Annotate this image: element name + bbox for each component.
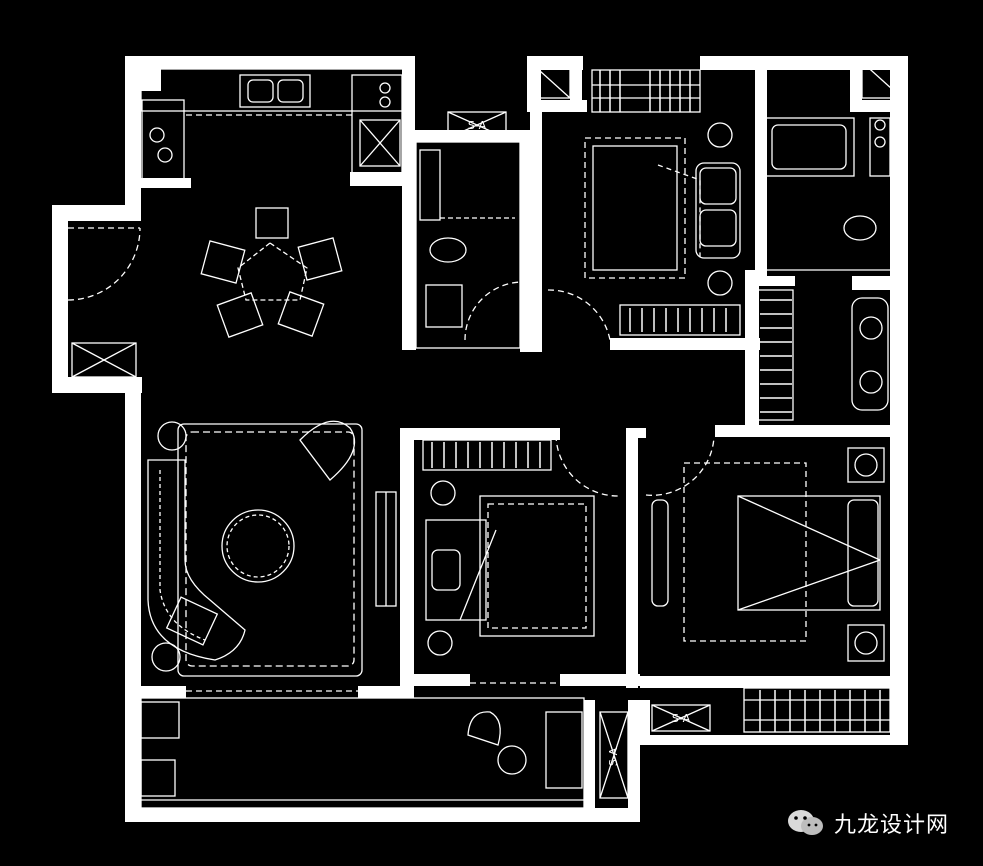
wechat-icon bbox=[788, 810, 823, 835]
tag-s-a-top: S-A bbox=[468, 119, 487, 132]
tag-s-a-balcony: S-A bbox=[607, 747, 620, 766]
watermark-text: 九龙设计网 bbox=[834, 813, 950, 838]
section-tags: S-A S-A S-A bbox=[468, 119, 691, 766]
hatch-patterns bbox=[431, 70, 881, 732]
tag-s-a-right: S-A bbox=[672, 712, 691, 725]
structural-walls bbox=[52, 56, 908, 822]
watermark: 九龙设计网 bbox=[786, 806, 949, 840]
plan-linework bbox=[67, 61, 903, 809]
